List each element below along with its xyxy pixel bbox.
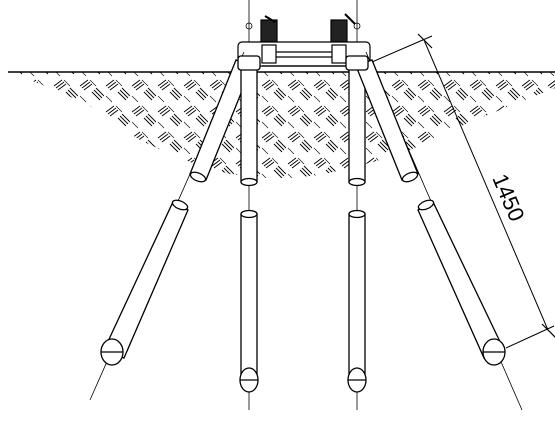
dimension-1450: [371, 33, 555, 349]
upper-vertical-pile-left: [240, 65, 258, 183]
bolt-left: [261, 44, 277, 64]
lower-piles: [100, 199, 506, 393]
lower-raked-pile-left: [103, 203, 189, 359]
extension-line-top: [371, 35, 433, 63]
soil-region: [8, 72, 555, 178]
lower-raked-pile-right: [417, 203, 505, 359]
lower-vertical-pile-right: [348, 213, 366, 383]
clamp-right: [330, 19, 348, 43]
bolt-right: [331, 44, 347, 64]
extension-line-bottom: [505, 325, 555, 349]
lower-vertical-pile-left: [240, 213, 258, 383]
dimension-line: [423, 39, 549, 331]
head-assembly: [237, 13, 371, 67]
upper-piles: [189, 55, 419, 187]
clamp-left: [260, 19, 278, 43]
dimension-label: 1450: [487, 170, 529, 225]
centerline-marker-left: [245, 22, 253, 30]
centerline-marker-right: [353, 22, 361, 30]
